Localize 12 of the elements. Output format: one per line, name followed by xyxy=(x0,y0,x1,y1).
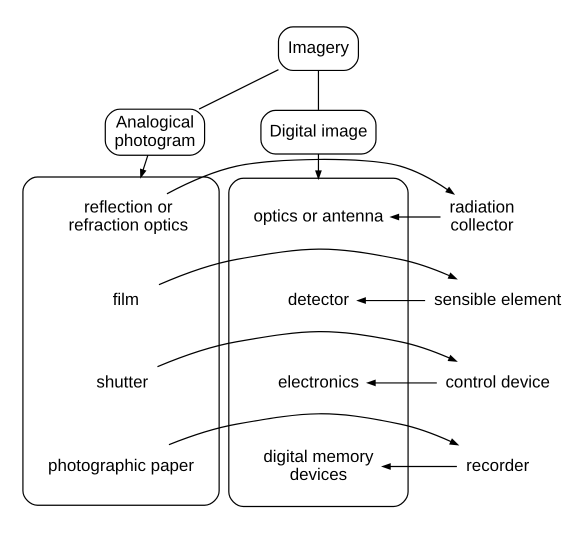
node-text: sensible element xyxy=(434,290,562,310)
node-text: radiation collector xyxy=(449,197,514,235)
node-text: electronics xyxy=(278,372,359,392)
node-text: recorder xyxy=(466,456,530,475)
node-text: photographic paper xyxy=(48,456,194,475)
node-text: shutter xyxy=(96,372,148,392)
node-text: detector xyxy=(288,290,350,310)
node-text: film xyxy=(112,290,140,310)
node-text: control device xyxy=(445,372,550,392)
node-text: digital memory devices xyxy=(263,446,374,484)
node-text: optics or antenna xyxy=(253,206,384,226)
node-text: reflection or refraction optics xyxy=(68,197,188,235)
